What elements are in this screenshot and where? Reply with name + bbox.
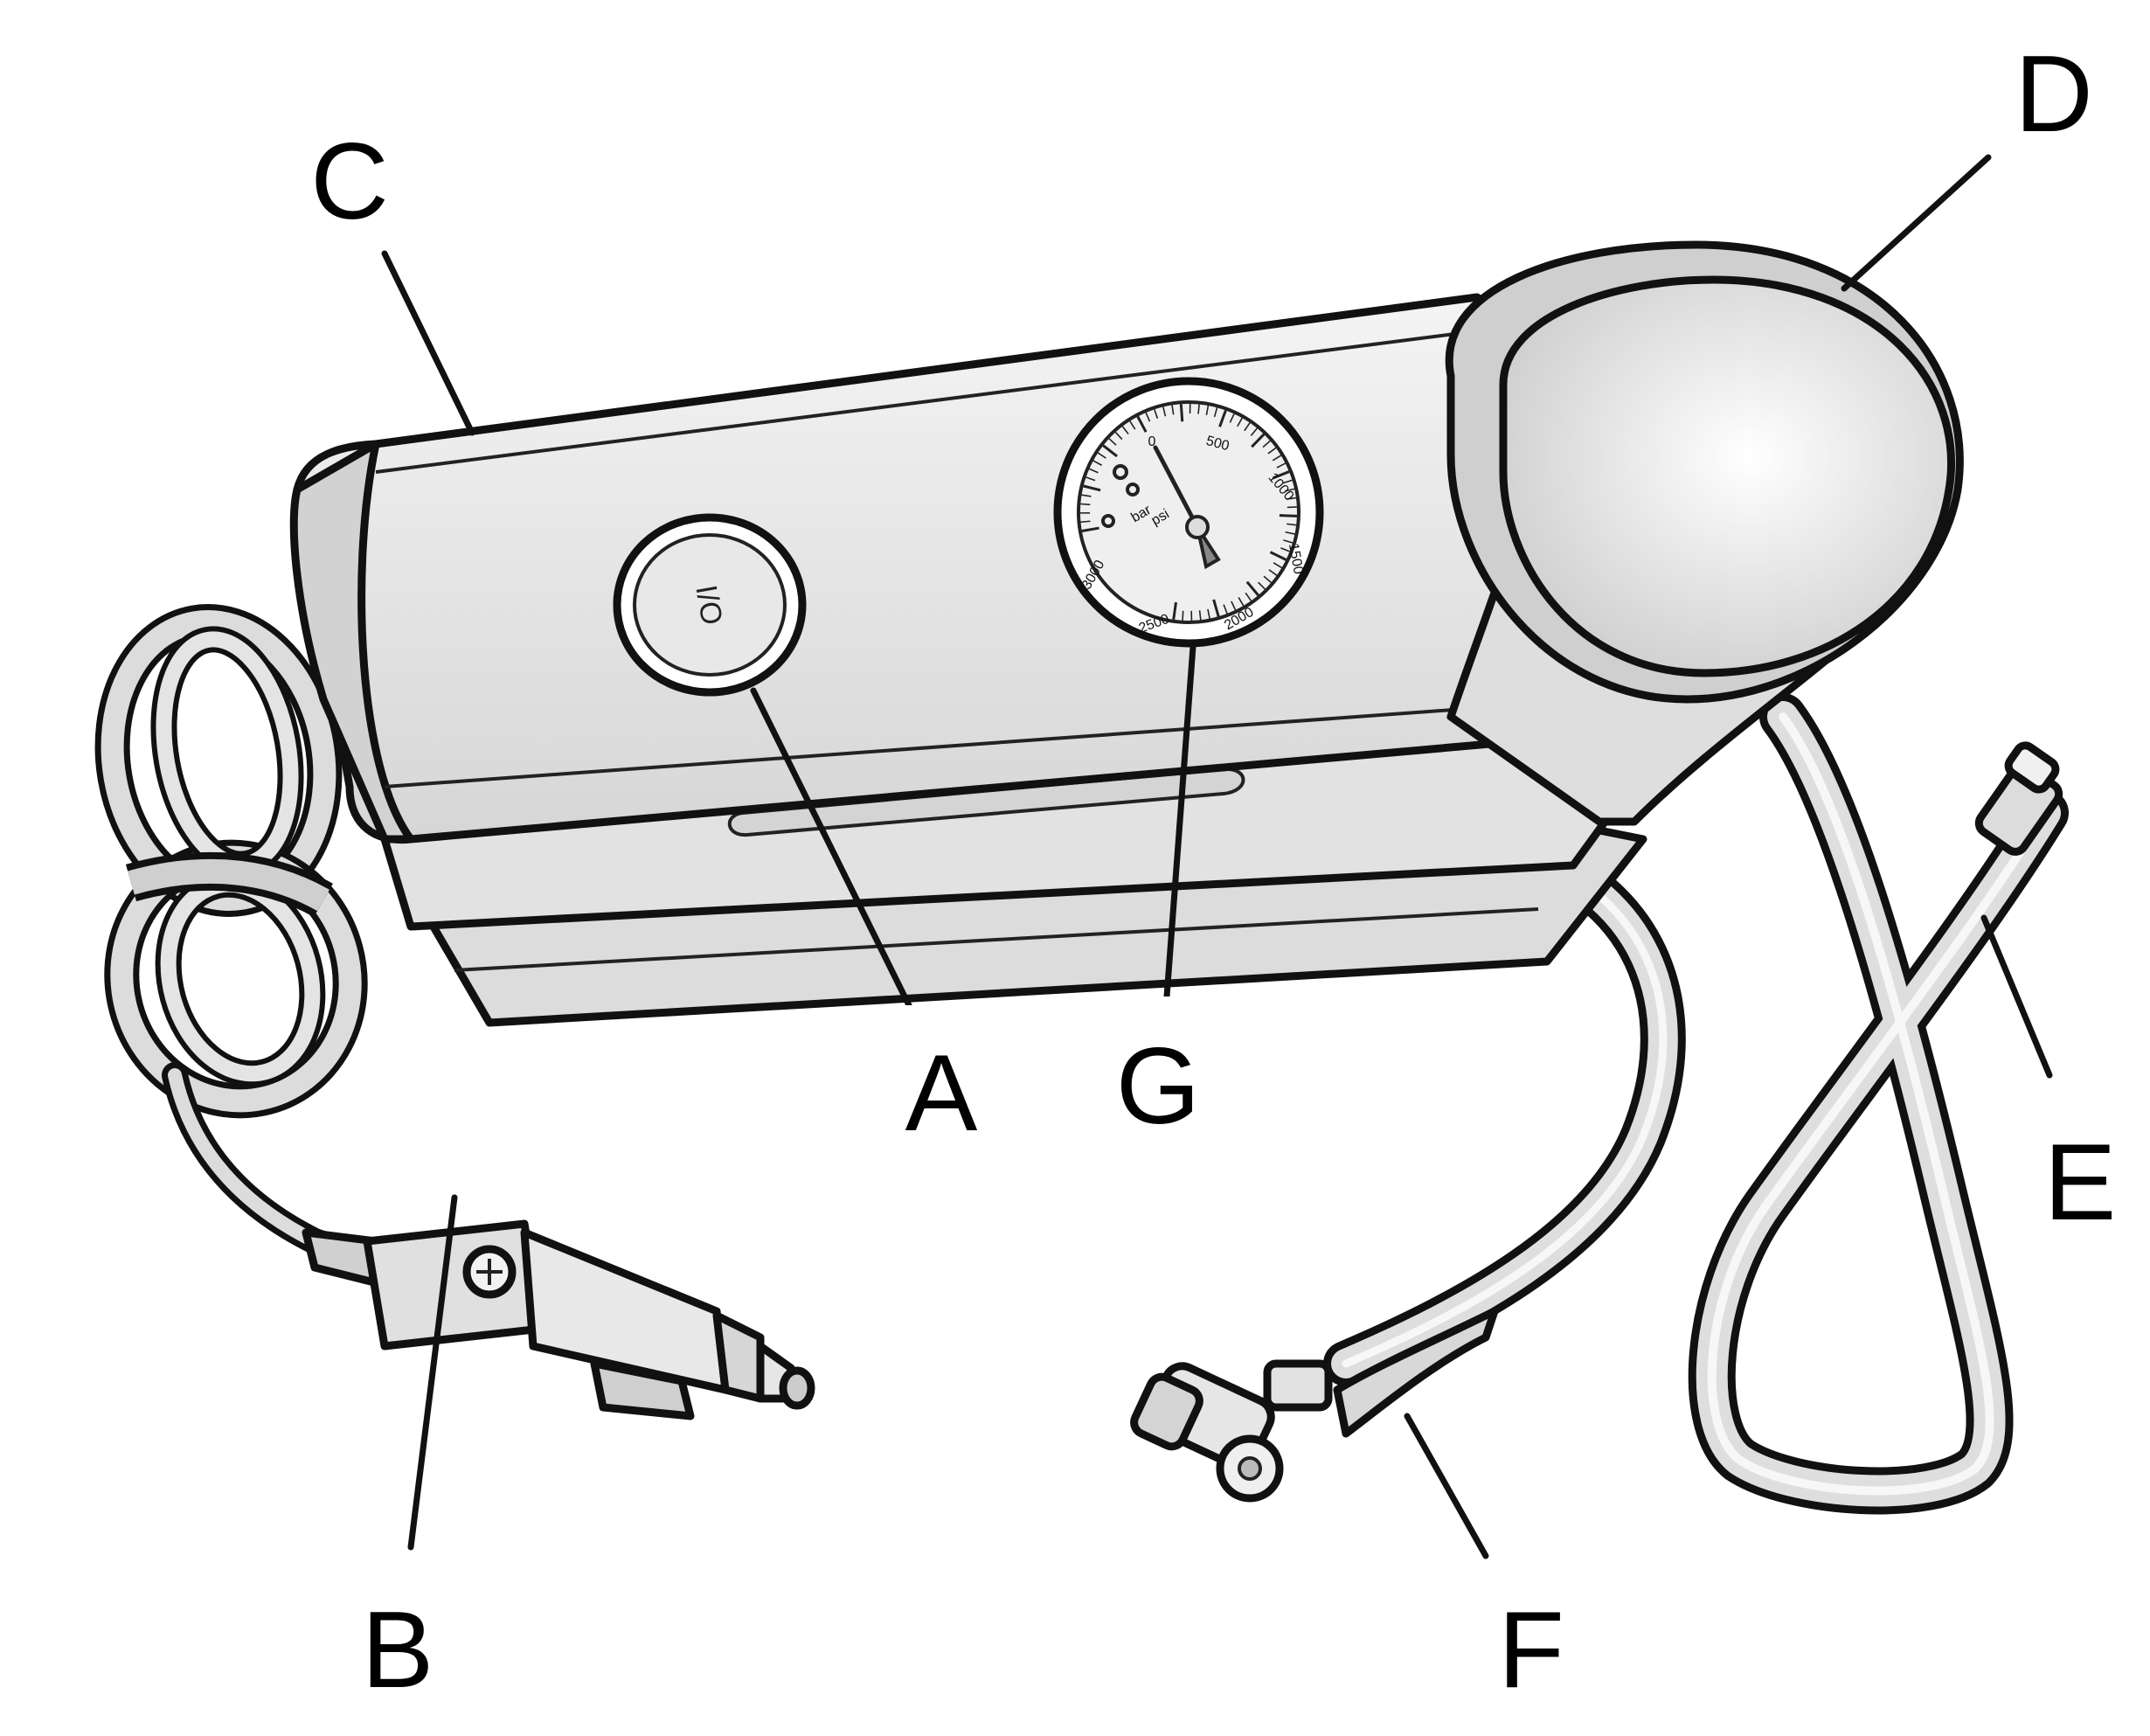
gauge-tick [1083, 484, 1101, 492]
gauge-tick [1092, 460, 1102, 466]
callout-a: A [876, 1005, 1007, 1154]
gauge-tick [1207, 608, 1210, 619]
hose-end-fitting [1974, 741, 2063, 856]
gauge-tick [1251, 433, 1266, 448]
gauge-tick [1273, 562, 1282, 569]
gauge-tick [1282, 479, 1293, 484]
gauge-tick [1276, 462, 1287, 469]
valve-chuck [1130, 1307, 1499, 1503]
gauge-tick [1213, 407, 1218, 418]
gauge-tick [1154, 409, 1159, 420]
callout-c: C [287, 115, 418, 247]
gauge-tick [1162, 406, 1167, 417]
gauge-tick [1283, 539, 1293, 544]
cord-coil [94, 604, 368, 1119]
svg-text:F: F [1498, 1590, 1564, 1711]
svg-text:E: E [2044, 1122, 2117, 1243]
power-plug [302, 1219, 815, 1420]
gauge-tick [1081, 526, 1099, 533]
compressor-body-c [289, 293, 1647, 1027]
air-hose-e [1688, 693, 2069, 1515]
gauge-tick [1285, 531, 1295, 535]
gauge-tick [1218, 409, 1227, 427]
svg-text:C: C [310, 122, 389, 242]
gauge-tick [1108, 438, 1117, 446]
gauge-tick [1250, 427, 1258, 436]
gauge-tick [1238, 597, 1245, 607]
gauge-tick [1097, 452, 1106, 459]
gauge-tick [1285, 488, 1295, 492]
callout-b: B [332, 1565, 463, 1711]
gauge-tick [1080, 520, 1091, 524]
gauge-label-1500: 1500 [1286, 542, 1306, 575]
gauge-tick [1244, 422, 1251, 432]
gauge-tick [1179, 404, 1184, 422]
gauge-tick [1263, 575, 1272, 583]
gauge-label-500: 500 [1204, 434, 1231, 454]
callout-g: G [1092, 996, 1224, 1147]
callout-e: E [2019, 1084, 2141, 1243]
gauge-tick [1172, 601, 1178, 621]
gauge-tick [1197, 404, 1200, 414]
gauge-tick [1258, 581, 1266, 590]
gauge-tick [1171, 405, 1175, 415]
gauge-tick [1089, 468, 1099, 474]
on-off-switch-a: I/O [613, 513, 807, 697]
gauge-tick [1267, 447, 1277, 455]
gauge-tick [1205, 405, 1210, 416]
gauge-tick [1272, 455, 1282, 462]
callout-f: F [1468, 1565, 1591, 1711]
gauge-tick [1102, 444, 1118, 458]
gauge-tick [1245, 592, 1252, 601]
gauge-needle [1153, 445, 1200, 530]
gauge-tick [1286, 496, 1297, 500]
gauge-tick [1223, 604, 1228, 615]
gauge-label-0: 0 [1148, 434, 1156, 449]
leader-lines [381, 154, 2053, 1559]
gauge-tick [1198, 610, 1202, 621]
gauge-tick [1145, 412, 1151, 422]
gauge-tick [1269, 551, 1287, 561]
gauge-tick [1080, 503, 1091, 506]
callout-d: D [1988, 0, 2119, 155]
gauge-tick [1262, 440, 1271, 448]
gauge-tick [1129, 420, 1136, 430]
gauge-tick [1085, 476, 1096, 482]
gauge-tick-marks [1079, 404, 1297, 621]
gauge-tick [1121, 426, 1129, 434]
gauge-tick [1280, 547, 1290, 552]
gauge-tick [1279, 514, 1297, 517]
gauge-tick [1287, 506, 1297, 509]
svg-text:D: D [2015, 34, 2093, 155]
pressure-gauge-g: 0 500 1000 1500 2000 2500 3000 bar psi [1053, 377, 1324, 648]
power-cord-b [94, 604, 815, 1420]
gauge-tick [1268, 569, 1278, 576]
gauge-tick [1231, 601, 1237, 611]
switch-label: I/O [689, 583, 728, 628]
svg-text:G: G [1116, 1026, 1200, 1147]
gauge-tick [1182, 610, 1184, 621]
svg-text:B: B [362, 1590, 434, 1711]
air-hose-f [1130, 825, 1686, 1503]
gauge-tick [1272, 470, 1290, 480]
motor-housing-d [1445, 240, 1964, 826]
gauge-tick [1237, 417, 1243, 427]
gauge-tick [1229, 413, 1235, 423]
svg-text:A: A [905, 1033, 978, 1154]
gauge-tick [1136, 415, 1148, 433]
gauge-tick [1081, 494, 1092, 497]
gauge-tick [1212, 599, 1220, 617]
gauge-tick [1114, 431, 1123, 441]
gauge-tick [1245, 580, 1259, 596]
